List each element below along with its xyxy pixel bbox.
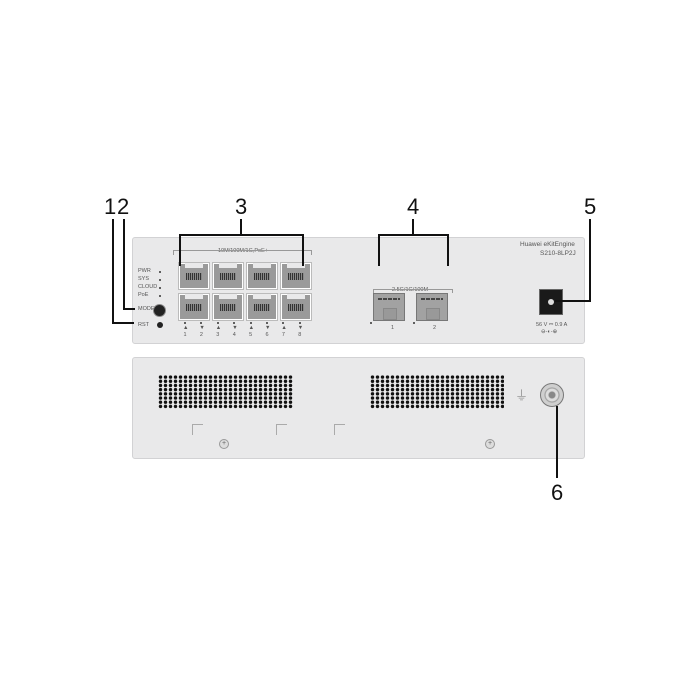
power-rating: 56 V ⎓ 0.9 A bbox=[536, 322, 568, 328]
led-label-sys: SYS bbox=[138, 276, 150, 282]
sfp-number-1: 1 bbox=[391, 325, 395, 331]
port-led-5 bbox=[249, 322, 252, 324]
mode-button[interactable] bbox=[153, 304, 166, 317]
callout-6: 6 bbox=[551, 480, 564, 505]
callout-3: 3 bbox=[235, 194, 248, 219]
leader-5 bbox=[589, 219, 591, 302]
mark bbox=[334, 424, 345, 435]
rj45-port-1[interactable] bbox=[179, 263, 209, 289]
sfp-number-2: 2 bbox=[433, 325, 437, 331]
brand-label: Huawei eKitEngine bbox=[520, 241, 575, 248]
ground-symbol-icon: ⏚ bbox=[515, 388, 529, 403]
callout-2: 2 bbox=[117, 194, 130, 219]
arrow-up-icon: ▲ bbox=[215, 325, 222, 331]
vent-right bbox=[370, 375, 504, 409]
led-cloud bbox=[159, 287, 161, 289]
leader-3 bbox=[302, 234, 304, 266]
led-label-cloud: CLOUD bbox=[138, 284, 158, 290]
sfp-port-2[interactable] bbox=[416, 293, 448, 321]
leader-3 bbox=[240, 219, 242, 235]
callout-1: 1 bbox=[104, 194, 117, 219]
rj45-port-6[interactable] bbox=[247, 294, 277, 320]
front-panel bbox=[132, 237, 585, 344]
port-number: 2 bbox=[199, 332, 203, 338]
rj45-port-4[interactable] bbox=[213, 294, 243, 320]
power-jack[interactable] bbox=[539, 289, 563, 315]
port-number: 1 bbox=[183, 332, 187, 338]
leader-3 bbox=[179, 234, 304, 236]
led-poe bbox=[159, 295, 161, 297]
arrow-down-icon: ▼ bbox=[297, 325, 304, 331]
screw-icon: + bbox=[485, 439, 495, 449]
leader-3 bbox=[179, 234, 181, 266]
arrow-down-icon: ▼ bbox=[232, 325, 238, 331]
leader-4 bbox=[447, 234, 449, 266]
port-led-3 bbox=[216, 322, 219, 324]
led-label-pwr: PWR bbox=[138, 268, 151, 274]
rj45-port-3[interactable] bbox=[213, 263, 243, 289]
callout-5: 5 bbox=[584, 194, 597, 219]
leader-4 bbox=[378, 234, 380, 266]
polarity-symbol: ⊖-◐-⊕ bbox=[541, 329, 558, 335]
vent-left bbox=[158, 375, 293, 409]
arrow-up-icon: ▲ bbox=[183, 325, 189, 331]
sfp-group-bracket bbox=[373, 289, 453, 293]
port-led-1 bbox=[184, 322, 186, 324]
sfp-speed-label: 2.5G/1G/100M bbox=[392, 287, 429, 293]
port-number: 6 bbox=[265, 332, 269, 338]
leader-2 bbox=[123, 219, 125, 310]
leader-6 bbox=[556, 406, 558, 478]
sfp-led-1 bbox=[370, 322, 372, 324]
port-number: 7 bbox=[281, 332, 285, 338]
rj45-port-8[interactable] bbox=[281, 294, 311, 320]
sfp-port-1[interactable] bbox=[373, 293, 405, 321]
port-led-6 bbox=[266, 322, 268, 324]
led-pwr bbox=[159, 271, 161, 273]
rj45-group-bracket bbox=[173, 250, 312, 255]
leader-5 bbox=[555, 300, 591, 302]
port-led-8 bbox=[298, 322, 301, 324]
port-number: 3 bbox=[216, 332, 220, 338]
leader-4 bbox=[412, 219, 414, 235]
reset-button[interactable] bbox=[157, 322, 163, 328]
port-number: 5 bbox=[249, 332, 253, 338]
arrow-up-icon: ▲ bbox=[281, 325, 287, 331]
port-led-2 bbox=[200, 322, 203, 324]
leader-1 bbox=[112, 219, 114, 324]
callout-4: 4 bbox=[407, 194, 420, 219]
mark bbox=[276, 424, 287, 435]
ground-screw[interactable] bbox=[540, 383, 564, 407]
leader-2 bbox=[123, 308, 135, 310]
rj45-speed-label: 10M/100M/1G,PoE+ bbox=[218, 248, 268, 254]
led-sys bbox=[159, 279, 161, 281]
port-number: 8 bbox=[298, 332, 302, 338]
port-number: 4 bbox=[232, 332, 236, 338]
rj45-port-2[interactable] bbox=[179, 294, 209, 320]
rst-label: RST bbox=[138, 322, 149, 328]
sfp-led-2 bbox=[413, 322, 415, 324]
rj45-port-5[interactable] bbox=[247, 263, 277, 289]
rj45-port-7[interactable] bbox=[281, 263, 311, 289]
arrow-up-icon: ▲ bbox=[248, 325, 255, 331]
screw-icon: + bbox=[219, 439, 229, 449]
arrow-down-icon: ▼ bbox=[199, 325, 205, 331]
arrow-down-icon: ▼ bbox=[265, 325, 271, 331]
rear-panel bbox=[132, 357, 585, 459]
leader-1 bbox=[112, 322, 134, 324]
led-label-poe: PoE bbox=[138, 292, 149, 298]
leader-4 bbox=[378, 234, 449, 236]
port-led-7 bbox=[282, 322, 285, 324]
model-label: S210-8LP2J bbox=[540, 250, 576, 257]
mark bbox=[192, 424, 203, 435]
port-led-4 bbox=[233, 322, 236, 324]
mode-label: MODE bbox=[138, 306, 155, 312]
